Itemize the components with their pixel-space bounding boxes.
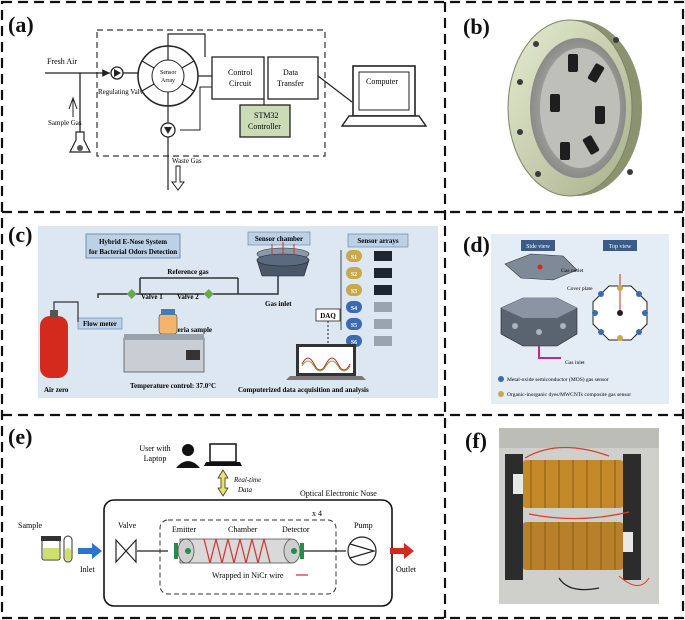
user-icon [176,444,200,468]
sensor-chip-icon [374,302,392,312]
sample-vials-icon [41,535,73,563]
svg-text:Controller: Controller [248,122,281,131]
water-bath-icon [123,334,205,373]
system-title-1: Hybrid E-Nose System [99,238,167,246]
top-view-octagon [592,274,648,341]
user-label-2: Laptop [144,454,167,463]
data-arrow-icon [217,469,229,497]
pump-label: Pump [354,521,373,530]
outlet-arrow-icon [390,543,414,559]
sensor-id-label: S3 [351,289,357,295]
system-label: Optical Electronic Nose [300,489,377,498]
flow-meter-label: Flow meter [83,320,117,328]
panel-label-a: (a) [8,12,34,37]
legend-organic: Organic-inorganic dyes/MWCNTs composite … [507,392,631,398]
sensor-badge [346,284,362,296]
sensor-id-label: S1 [351,255,357,261]
air-tank-icon [40,301,79,378]
stm32-controller-box [239,104,291,138]
sensor-id-label: S2 [351,272,357,278]
device-enclosure [96,29,326,157]
pump-icon [347,536,377,566]
inlet-arrow-icon [78,543,102,559]
sensor-chip-icon [374,336,392,346]
air-zero-label: Air zero [44,386,69,394]
sample-label: Sample [18,521,42,530]
sensor-chamber-label: Sensor chamber [255,235,303,243]
sensor-chip-icon [374,285,392,295]
svg-text:Circuit: Circuit [229,79,252,88]
gas-outlet-label: Gas outlet [561,268,584,274]
sensor-id-label: S4 [351,306,357,312]
cover-plate-icon [504,253,578,281]
panel-label-c: (c) [8,222,33,247]
wrapped-label: Wrapped in NiCr wire [212,571,284,580]
panel-label-b: (b) [463,14,490,39]
sensor-badge [346,267,362,279]
reference-gas-label: Reference gas [167,268,209,276]
sensor-arrays-label: Sensor arrays [357,237,399,245]
top-view-label: Top view [609,244,632,250]
daq-label: DAQ [320,312,336,320]
sensor-chamber-render [507,19,642,197]
valve1-label: Valve 1 [141,293,163,301]
realtime-label-1: Real-time [233,476,261,484]
sample-flask-icon [69,131,91,153]
sensor-array-label-1: Sensor [160,70,176,76]
panel-label-f: (f) [465,428,487,453]
sensor-badge [346,250,362,262]
user-label-1: User with [139,444,170,453]
svg-text:STM32: STM32 [254,111,278,120]
chamber-label: Chamber [228,525,258,534]
bacteria-flask-icon [158,309,178,335]
bacteria-sample-label: Bacteria sample [164,326,212,334]
data-transfer-box [267,56,319,100]
gas-inlet-label: Gas inlet [265,300,292,308]
fresh-air-label: Fresh Air [47,57,77,66]
sensor-id-label: S6 [351,340,357,346]
laptop-icon [204,443,242,466]
panel-label-d: (d) [463,232,490,257]
tube-chamber-icon [174,538,304,564]
svg-text:Transfer: Transfer [277,79,304,88]
x4-label: x 4 [312,509,322,518]
inlet-label: Inlet [80,565,95,574]
d-gas-inlet-label: Gas inlet [565,360,585,366]
sample-gas-label: Sample Gas [48,119,82,127]
chamber-body-icon [500,297,578,359]
sensor-chip-icon [374,268,392,278]
control-circuit-box [211,56,265,100]
sensor-array-label-2: Array [161,78,175,84]
computerized-label: Computerized data acquisition and analys… [238,386,369,394]
nicr-coil-photo [505,446,650,591]
side-view-label: Side view [526,244,550,250]
sensor-chamber-icon [256,242,310,277]
detector-label: Detector [282,525,310,534]
waste-gas-label: Waste Gas [172,157,202,165]
regulating-valve-label: Regulating Valve [98,88,146,96]
computer-label: Computer [366,77,398,86]
svg-text:Control: Control [228,68,253,77]
realtime-label-2: Data [237,486,253,494]
cover-plate-label: Cover plate [567,286,593,292]
laptop-icon [286,344,366,380]
emitter-label: Emitter [172,525,196,534]
valve-icon [115,538,137,564]
valve2-label: Valve 2 [177,293,199,301]
sensor-badge [346,301,362,313]
system-title-2: for Bacterial Odors Detection [89,248,177,256]
sensor-chip-icon [374,251,392,261]
temperature-label: Temperature control: 37.0°C [130,382,216,390]
svg-text:Data: Data [283,68,299,77]
outlet-label: Outlet [396,565,417,574]
sensor-id-label: S5 [351,323,357,329]
panel-label-e: (e) [8,424,33,449]
sensor-chip-icon [374,319,392,329]
valve-label: Valve [118,521,137,530]
sensor-badge [346,318,362,330]
legend-mos: Metal-oxide semiconductor (MOS) gas sens… [507,376,609,383]
